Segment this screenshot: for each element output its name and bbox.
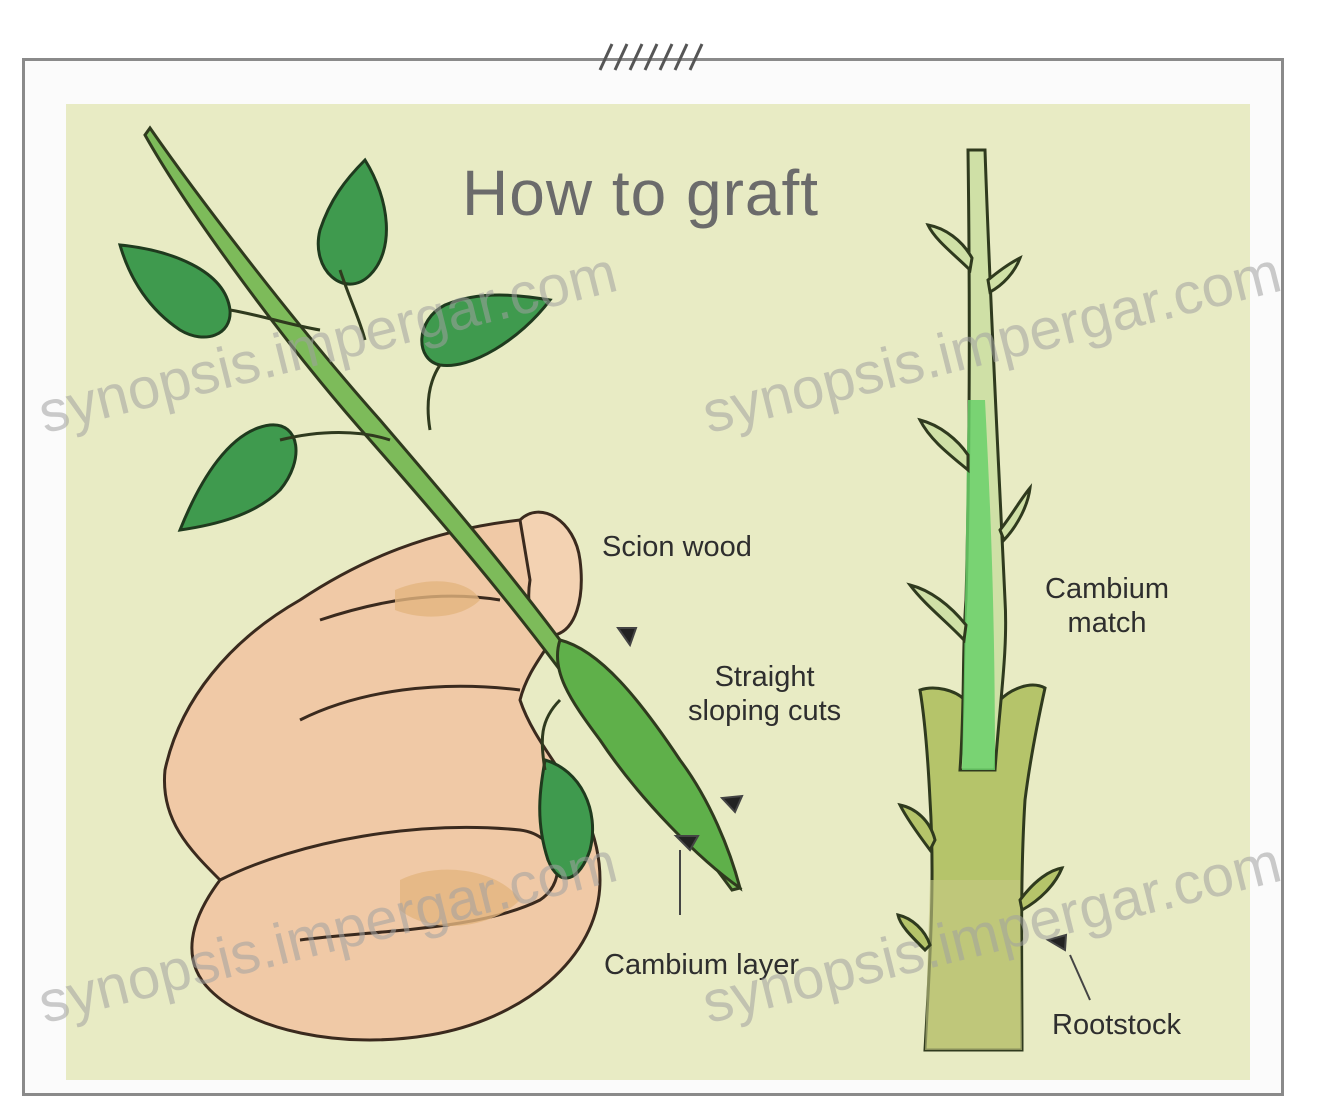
leaf — [180, 425, 296, 530]
label-straight-sloping-cuts: Straight sloping cuts — [688, 660, 841, 728]
label-line: Straight — [688, 660, 841, 694]
label-scion-wood: Scion wood — [602, 530, 752, 564]
label-line: sloping cuts — [688, 694, 841, 728]
leaf — [318, 160, 386, 284]
label-line: Cambium — [1045, 572, 1169, 606]
label-cambium-match: Cambium match — [1045, 572, 1169, 640]
diagram-title: How to graft — [462, 156, 819, 230]
label-rootstock: Rootstock — [1052, 1008, 1181, 1042]
leaf — [120, 245, 230, 337]
hatch-mark — [600, 44, 702, 70]
label-line: match — [1045, 606, 1169, 640]
